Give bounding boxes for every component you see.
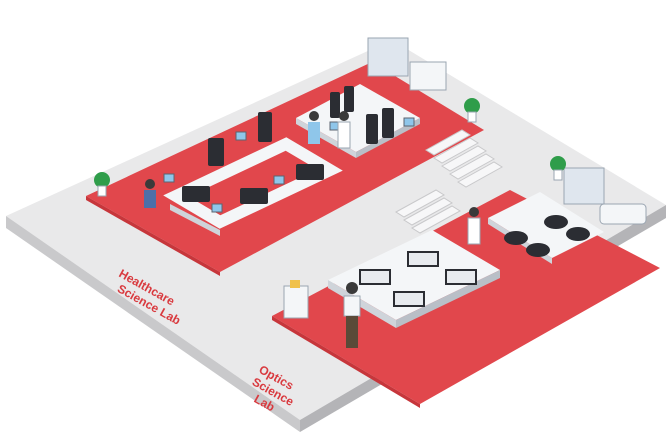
optics-instruments <box>359 215 590 307</box>
lab-cart <box>283 280 309 319</box>
plant-right <box>550 156 566 181</box>
staircase-lower <box>395 189 461 234</box>
storage-shelves <box>367 37 605 205</box>
person-standing-front <box>343 282 361 348</box>
healthcare-instruments <box>182 86 394 204</box>
person-seated <box>144 179 156 208</box>
person-lab-coat-top <box>337 111 351 149</box>
healthcare-bench-ring <box>163 137 343 236</box>
healthcare-floor-edge <box>86 196 220 276</box>
person-lab-coat-right <box>467 207 481 245</box>
staircase-upper <box>425 129 503 188</box>
optics-floor-edge <box>272 316 420 408</box>
person-blue-top <box>308 111 320 144</box>
floor-side-left <box>6 216 300 432</box>
floor-top <box>6 40 666 420</box>
plant-left <box>94 172 110 197</box>
bathtub <box>599 203 647 225</box>
plant-top <box>464 98 480 123</box>
